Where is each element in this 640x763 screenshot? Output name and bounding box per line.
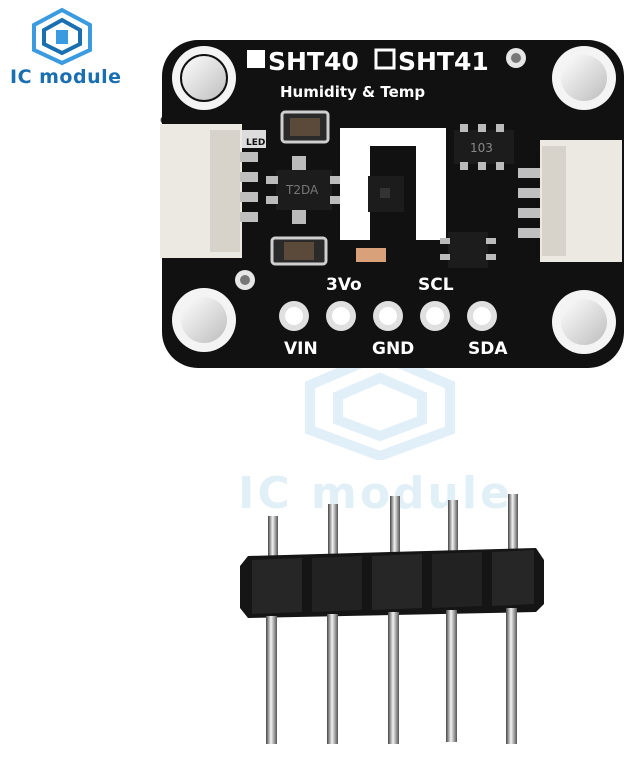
header-pin xyxy=(388,612,399,744)
subtitle-humidity-temp: Humidity & Temp xyxy=(280,83,425,101)
header-pin xyxy=(327,614,338,744)
pin-label-vin: VIN xyxy=(284,339,318,359)
title-sht41: SHT41 xyxy=(398,47,489,76)
brand-logo-text: IC module xyxy=(10,66,122,88)
via-hole xyxy=(511,53,521,63)
level-shifter-marking: 103 xyxy=(470,141,493,155)
mounting-hole xyxy=(172,46,236,110)
capacitor-body xyxy=(290,118,320,136)
header-pin xyxy=(266,616,277,744)
brand-logo-icon xyxy=(32,7,92,66)
right-stemma-connector xyxy=(518,140,622,262)
pin-label-3vo: 3Vo xyxy=(326,275,362,295)
header-pin xyxy=(446,610,457,742)
resistor xyxy=(356,248,386,262)
header-pin xyxy=(390,496,400,561)
left-stemma-connector xyxy=(160,124,258,258)
mosfet-ic xyxy=(440,232,496,268)
header-pin xyxy=(448,500,458,561)
capacitor-bottom-body xyxy=(284,242,314,260)
mounting-hole xyxy=(172,288,236,352)
watermark-text: IC module xyxy=(238,468,513,519)
silk-checkbox-right xyxy=(374,48,396,70)
mounting-hole xyxy=(552,290,616,354)
header-pads xyxy=(279,301,497,331)
sensor-board: SHT40 SHT41 Humidity & Temp LED xyxy=(160,40,624,368)
regulator-ic xyxy=(266,156,342,224)
watermark-logo-icon xyxy=(305,350,455,460)
header-pin xyxy=(268,516,278,561)
level-shifter-ic xyxy=(454,124,514,170)
pin-label-gnd: GND xyxy=(372,339,414,359)
title-sht40: SHT40 xyxy=(268,47,359,76)
led-marking: LED xyxy=(246,138,265,148)
sensor-cutout xyxy=(340,128,446,262)
silk-checkbox-left xyxy=(247,50,265,68)
header-pin xyxy=(328,504,338,561)
header-pin xyxy=(506,608,517,744)
pin-label-scl: SCL xyxy=(418,275,454,295)
led-component xyxy=(242,130,266,148)
mounting-hole xyxy=(552,46,616,110)
header-pin xyxy=(508,494,518,561)
pin-header xyxy=(240,494,544,744)
pin-label-sda: SDA xyxy=(468,339,508,359)
regulator-marking: T2DA xyxy=(285,183,319,197)
via-hole xyxy=(240,275,250,285)
